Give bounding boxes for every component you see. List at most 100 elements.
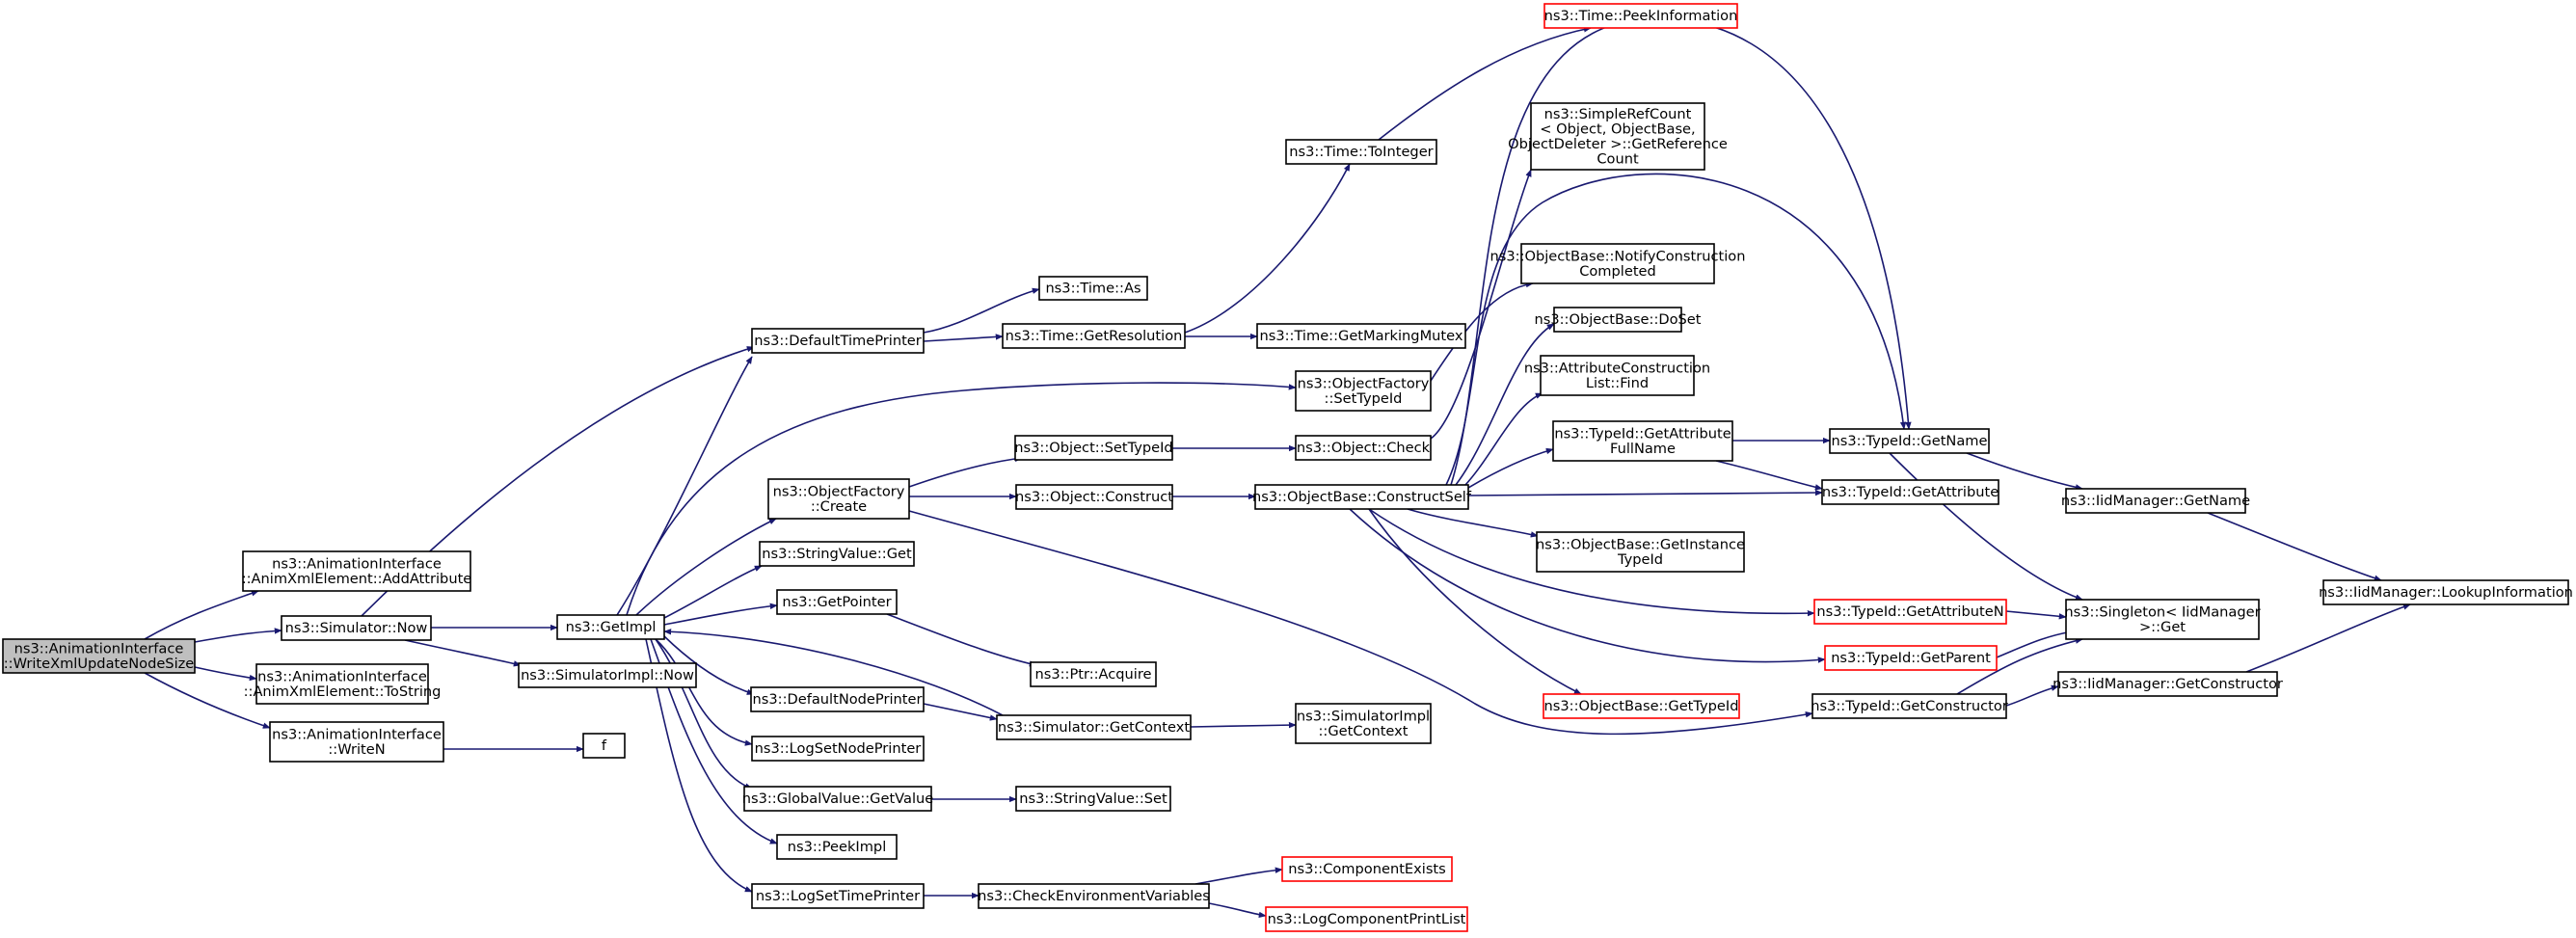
node-label: ns3::PeekImpl	[788, 839, 887, 855]
node-label: ns3::SimpleRefCount	[1544, 106, 1692, 122]
edge-iidgetconstr-to-lookupinfo	[2245, 603, 2411, 673]
edge-objfactcreate-to-objsettype	[908, 455, 1023, 488]
node-strvalset[interactable]: ns3::StringValue::Set	[1015, 786, 1171, 812]
node-label: ns3::ObjectBase::ConstructSelf	[1252, 489, 1472, 505]
node-label: ::SetTypeId	[1325, 390, 1403, 407]
node-getmarkmutex[interactable]: ns3::Time::GetMarkingMutex	[1256, 323, 1466, 349]
node-box	[776, 834, 898, 860]
node-box	[2057, 671, 2278, 697]
node-getconstructor[interactable]: ns3::TypeId::GetConstructor	[1811, 693, 2008, 719]
node-logsettime[interactable]: ns3::LogSetTimePrinter	[751, 883, 925, 909]
node-label: ::AnimXmlElement::ToString	[244, 683, 442, 700]
edge-getconstructor-to-iidgetconstr	[2005, 684, 2059, 707]
node-label: ns3::ComponentExists	[1288, 861, 1446, 877]
node-timeas[interactable]: ns3::Time::As	[1038, 276, 1148, 301]
edge-objfactsettype-to-notifyconstr	[1430, 281, 1534, 382]
edge-constructself-to-getattrn	[1368, 508, 1815, 617]
node-box	[750, 686, 925, 712]
node-box	[281, 615, 432, 641]
node-label: ::Create	[811, 498, 867, 515]
edge-arrow	[1996, 630, 2074, 658]
node-simgetctx[interactable]: ns3::Simulator::GetContext	[996, 714, 1192, 740]
node-objfactcreate[interactable]: ns3::ObjectFactory::Create	[767, 478, 910, 520]
node-iidgetname[interactable]: ns3::IidManager::GetName	[2061, 488, 2250, 514]
node-deftimeprinter[interactable]: ns3::DefaultTimePrinter	[751, 328, 925, 354]
node-getres[interactable]: ns3::Time::GetResolution	[1002, 323, 1186, 349]
edge-layer	[144, 17, 2411, 919]
node-tostring[interactable]: ns3::AnimationInterface::AnimXmlElement:…	[244, 663, 442, 705]
node-root[interactable]: ns3::AnimationInterface::WriteXmlUpdateN…	[2, 638, 196, 674]
node-peekinfo[interactable]: ns3::Time::PeekInformation	[1543, 3, 1738, 29]
node-label: ns3::Simulator::Now	[285, 620, 428, 636]
node-lookupinfo[interactable]: ns3::IidManager::LookupInformation	[2319, 579, 2573, 605]
edge-iidgetname-to-lookupinfo	[2207, 512, 2382, 581]
node-peekimpl[interactable]: ns3::PeekImpl	[776, 834, 898, 860]
edge-arrow	[144, 590, 259, 640]
edge-getimpl-to-objfactsettype	[626, 382, 1297, 616]
node-notifyconstr[interactable]: ns3::ObjectBase::NotifyConstructionCompl…	[1490, 243, 1746, 284]
node-getpointer[interactable]: ns3::GetPointer	[776, 589, 898, 615]
node-label: ns3::DefaultTimePrinter	[754, 333, 922, 349]
edge-constructself-to-attrfind	[1464, 392, 1543, 486]
edge-arrow	[1190, 721, 1297, 729]
node-getimpl[interactable]: ns3::GetImpl	[556, 614, 665, 640]
node-label: ns3::AttributeConstruction	[1524, 360, 1710, 376]
node-tointeger[interactable]: ns3::Time::ToInteger	[1285, 139, 1437, 165]
node-objconstruct[interactable]: ns3::Object::Construct	[1015, 484, 1173, 510]
edge-arrow	[2005, 684, 2059, 707]
node-getattrn[interactable]: ns3::TypeId::GetAttributeN	[1813, 599, 2007, 625]
node-box	[2322, 579, 2569, 605]
node-simnow[interactable]: ns3::Simulator::Now	[281, 615, 432, 641]
node-objfactsettype[interactable]: ns3::ObjectFactory::SetTypeId	[1295, 370, 1432, 412]
node-objcheck[interactable]: ns3::Object::Check	[1295, 435, 1432, 461]
node-simimplgetctx[interactable]: ns3::SimulatorImpl::GetContext	[1295, 703, 1432, 744]
node-simimplnow[interactable]: ns3::SimulatorImpl::Now	[518, 662, 697, 688]
node-strvalget[interactable]: ns3::StringValue::Get	[759, 541, 915, 567]
node-refcount[interactable]: ns3::SimpleRefCount< Object, ObjectBase,…	[1508, 102, 1728, 171]
node-compexists[interactable]: ns3::ComponentExists	[1281, 856, 1453, 882]
node-f[interactable]: f	[582, 733, 626, 759]
node-typeidgetattr[interactable]: ns3::TypeId::GetAttribute	[1821, 479, 1999, 505]
node-logcompprint[interactable]: ns3::LogComponentPrintList	[1265, 906, 1468, 932]
node-box	[759, 541, 915, 567]
node-label: ns3::Object::Check	[1297, 440, 1431, 456]
node-box	[776, 589, 898, 615]
node-label: ns3::TypeId::GetParent	[1831, 650, 1991, 666]
edge-arrow	[1368, 508, 1815, 617]
edge-arrow	[1445, 173, 1907, 486]
node-constructself[interactable]: ns3::ObjectBase::ConstructSelf	[1252, 484, 1472, 510]
node-singletonget[interactable]: ns3::Singleton< IidManager>::Get	[2064, 599, 2261, 640]
edge-arrow	[1467, 447, 1554, 489]
edge-getparent-to-singletonget	[1996, 630, 2074, 658]
edge-deftimeprinter-to-getres	[923, 334, 1004, 342]
node-writen[interactable]: ns3::AnimationInterface::WriteN	[269, 721, 444, 763]
node-objbasegettype[interactable]: ns3::ObjectBase::GetTypeId	[1543, 693, 1740, 719]
node-doset[interactable]: ns3::ObjectBase::DoSet	[1534, 307, 1702, 333]
node-label: ::WriteXmlUpdateNodeSize	[4, 656, 195, 672]
node-logsetnode[interactable]: ns3::LogSetNodePrinter	[751, 736, 925, 762]
node-box	[1014, 435, 1173, 461]
node-globalgetvalue[interactable]: ns3::GlobalValue::GetValue	[742, 786, 934, 812]
edge-arrow	[923, 334, 1004, 342]
node-box	[1821, 479, 1999, 505]
edge-getimpl-to-defnodeprinter	[663, 635, 755, 695]
edge-simgetctx-to-getimpl	[663, 629, 1004, 716]
node-ptracquire[interactable]: ns3::Ptr::Acquire	[1030, 661, 1157, 687]
node-label: < Object, ObjectBase,	[1540, 121, 1695, 137]
edge-arrow	[194, 666, 257, 682]
node-checkenv[interactable]: ns3::CheckEnvironmentVariables	[978, 883, 1210, 909]
node-addattr[interactable]: ns3::AnimationInterface::AnimXmlElement:…	[242, 550, 472, 592]
edge-root-to-simnow	[194, 628, 282, 643]
node-getparent[interactable]: ns3::TypeId::GetParent	[1824, 645, 1998, 671]
node-iidgetconstr[interactable]: ns3::IidManager::GetConstructor	[2053, 671, 2283, 697]
edge-objcheck-to-refcount	[1430, 169, 1532, 440]
node-defnodeprinter[interactable]: ns3::DefaultNodePrinter	[750, 686, 925, 712]
node-objsettype[interactable]: ns3::Object::SetTypeId	[1014, 435, 1173, 461]
node-typeidgetname[interactable]: ns3::TypeId::GetName	[1829, 428, 1990, 454]
node-label: List::Find	[1586, 375, 1649, 391]
node-box	[751, 328, 925, 354]
edge-arrow	[1378, 26, 1592, 141]
